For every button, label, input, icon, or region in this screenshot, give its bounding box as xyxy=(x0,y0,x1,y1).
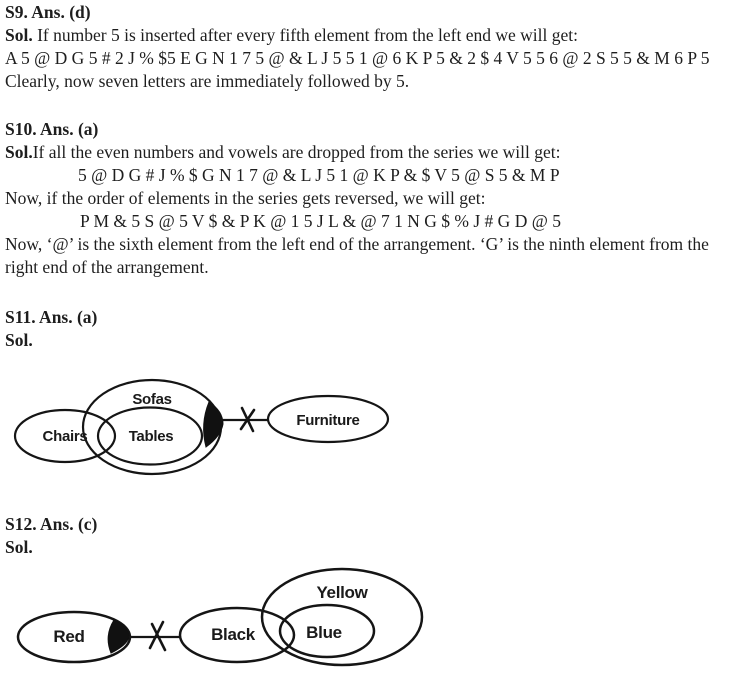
chairs-ellipse xyxy=(13,408,117,464)
s9-sol-text: If number 5 is inserted after every fift… xyxy=(32,25,578,45)
furniture-ellipse xyxy=(266,394,390,444)
some-relation-crescent-icon xyxy=(203,401,224,448)
some-relation-crescent-icon xyxy=(107,619,130,654)
yellow-ellipse xyxy=(260,567,424,667)
s11-venn-diagram: Sofas Chairs Tables Furniture xyxy=(13,378,390,476)
s10-sol-line: Sol.If all the even numbers and vowels a… xyxy=(5,141,725,164)
s12-answer-heading: S12. Ans. (c) xyxy=(5,514,98,534)
s12-sol-label: Sol. xyxy=(5,537,33,557)
s10-conclusion: Now, ‘@’ is the sixth element from the l… xyxy=(5,234,709,277)
s9-sol-line: Sol. If number 5 is inserted after every… xyxy=(5,24,725,47)
s10-series-line-2: P M & 5 S @ 5 V $ & P K @ 1 5 J L & @ 7 … xyxy=(80,211,561,231)
s10-sol-text: If all the even numbers and vowels are d… xyxy=(32,142,561,162)
s10-solution-block: S10. Ans. (a) Sol.If all the even number… xyxy=(5,118,725,279)
black-label: Black xyxy=(211,625,256,644)
cross-mark-icon xyxy=(239,406,256,433)
s12-venn-diagram: Red Black Yellow Blue xyxy=(16,567,424,667)
s10-reverse-intro: Now, if the order of elements in the ser… xyxy=(5,188,486,208)
s11-answer-heading: S11. Ans. (a) xyxy=(5,307,98,327)
blue-ellipse xyxy=(278,603,376,659)
s9-series-line: A 5 @ D G 5 # 2 J % $5 E G N 1 7 5 @ & L… xyxy=(5,48,710,68)
s9-answer-heading: S9. Ans. (d) xyxy=(5,2,91,22)
red-label: Red xyxy=(53,627,84,646)
tables-ellipse xyxy=(96,406,204,466)
black-ellipse xyxy=(178,606,296,664)
s9-sol-label: Sol. xyxy=(5,25,33,45)
s10-answer-heading: S10. Ans. (a) xyxy=(5,119,99,139)
s12-solution-block: S12. Ans. (c) Sol. xyxy=(5,513,725,559)
s9-solution-block: S9. Ans. (d) Sol. If number 5 is inserte… xyxy=(5,1,725,93)
chairs-label: Chairs xyxy=(43,428,88,445)
tables-label: Tables xyxy=(129,428,174,445)
s10-sol-label: Sol. xyxy=(5,142,33,162)
blue-label: Blue xyxy=(306,623,342,642)
yellow-label: Yellow xyxy=(316,583,368,602)
s10-series-line-1: 5 @ D G # J % $ G N 1 7 @ & L J 5 1 @ K … xyxy=(78,165,560,185)
s9-conclusion: Clearly, now seven letters are immediate… xyxy=(5,71,410,91)
cross-mark-icon xyxy=(148,620,167,652)
s11-solution-block: S11. Ans. (a) Sol. xyxy=(5,306,725,352)
sofas-label: Sofas xyxy=(132,391,171,408)
furniture-label: Furniture xyxy=(296,412,359,429)
s11-sol-label: Sol. xyxy=(5,330,33,350)
